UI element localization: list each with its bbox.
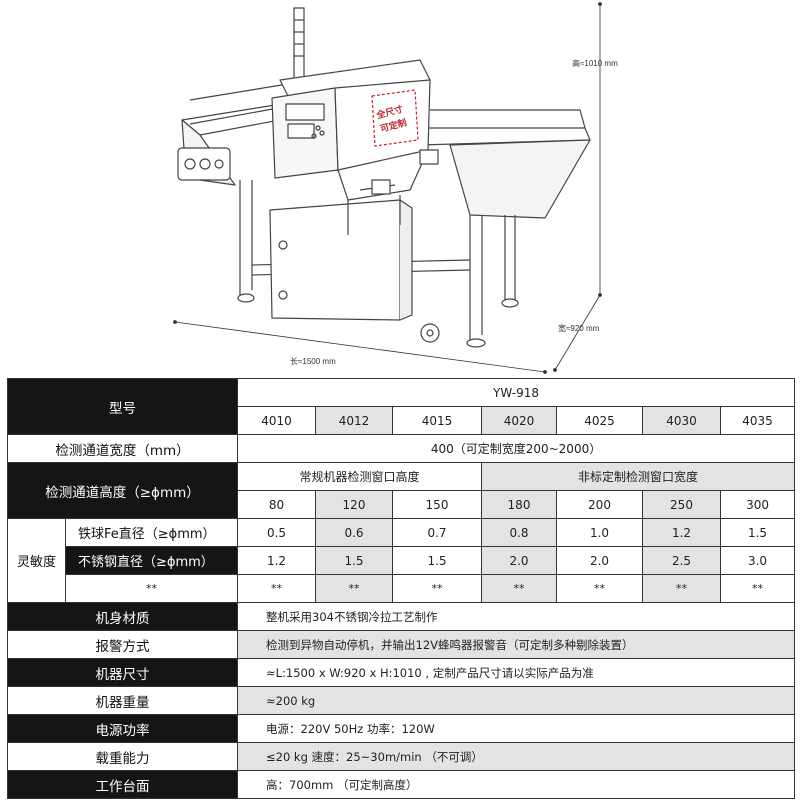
ss-label: 不锈钢直径（≥ϕmm） xyxy=(65,546,238,575)
model-cell: 4010 xyxy=(237,406,316,435)
size-value: ≈L:1500 x W:920 x H:1010 , 定制产品尺寸请以实际产品为… xyxy=(236,658,796,687)
channel-height-row: 检测通道高度（≥ϕmm） 常规机器检测窗口高度 非标定制检测窗口宽度 xyxy=(7,462,796,519)
channel-height-label: 检测通道高度（≥ϕmm） xyxy=(7,462,238,519)
load-label: 载重能力 xyxy=(7,742,238,771)
alarm-value: 检测到异物自动停机，并输出12V蜂鸣器报警音（可定制多种剔除装置） xyxy=(236,630,796,659)
ss-cell: 3.0 xyxy=(719,546,796,575)
fe-label: 铁球Fe直径（≥ϕmm） xyxy=(65,518,238,547)
sensitivity-label: 灵敏度 xyxy=(7,518,66,603)
ss-cell: 2.0 xyxy=(556,546,643,575)
model-cell: 4030 xyxy=(642,406,721,435)
spec-row-alarm: 报警方式 检测到异物自动停机，并输出12V蜂鸣器报警音（可定制多种剔除装置） xyxy=(7,630,796,659)
height-cell: 80 xyxy=(237,490,316,519)
channel-width-label: 检测通道宽度（mm） xyxy=(7,434,238,463)
ss-cell: 1.2 xyxy=(237,546,316,575)
material-label: 机身材质 xyxy=(7,602,238,631)
size-label: 机器尺寸 xyxy=(7,658,238,687)
height-cell: 150 xyxy=(392,490,482,519)
fe-cell: 0.7 xyxy=(392,518,482,547)
standard-window-label: 常规机器检测窗口高度 xyxy=(237,462,482,491)
height-dimension-label: 高≈1010 mm xyxy=(572,58,618,68)
custom-window-label: 非标定制检测窗口宽度 xyxy=(480,462,796,491)
extra-cell: ** xyxy=(556,574,643,603)
load-value: ≤20 kg 速度：25~30m/min （不可调） xyxy=(236,742,796,771)
height-cell: 250 xyxy=(642,490,721,519)
worktop-value: 高：700mm （可定制高度） xyxy=(236,770,796,799)
extra-label: ** xyxy=(65,574,238,603)
model-cell: 4025 xyxy=(556,406,643,435)
weight-label: 机器重量 xyxy=(7,686,238,715)
model-label: 型号 xyxy=(7,378,238,435)
model-name-row: 型号 YW-918 xyxy=(7,378,796,435)
spec-row-power: 电源功率 电源：220V 50Hz 功率：120W xyxy=(7,714,796,743)
alarm-label: 报警方式 xyxy=(7,630,238,659)
worktop-label: 工作台面 xyxy=(7,770,238,799)
spec-row-material: 机身材质 整机采用304不锈钢冷拉工艺制作 xyxy=(7,602,796,631)
ss-cell: 1.5 xyxy=(392,546,482,575)
width-dimension-label: 宽≈920 mm xyxy=(558,323,600,333)
spec-table: 型号 YW-918 4010 4012 4015 4020 4025 4030 … xyxy=(7,378,796,799)
height-cell: 120 xyxy=(315,490,393,519)
extra-cell: ** xyxy=(719,574,796,603)
extra-cell: ** xyxy=(642,574,721,603)
model-numbers-row: 4010 4012 4015 4020 4025 4030 4035 xyxy=(8,406,796,435)
model-cell: 4012 xyxy=(315,406,393,435)
extra-cell: ** xyxy=(392,574,482,603)
spec-row-weight: 机器重量 ≈200 kg xyxy=(7,686,796,715)
spec-row-load: 载重能力 ≤20 kg 速度：25~30m/min （不可调） xyxy=(7,742,796,771)
fe-cell: 1.2 xyxy=(642,518,721,547)
height-cell: 200 xyxy=(556,490,643,519)
ss-cell: 2.5 xyxy=(642,546,721,575)
spec-row-worktop: 工作台面 高：700mm （可定制高度） xyxy=(7,770,796,799)
length-dimension-label: 长≈1500 mm xyxy=(290,356,336,366)
extra-cell: ** xyxy=(481,574,557,603)
fe-cell: 1.0 xyxy=(556,518,643,547)
extra-cell: ** xyxy=(237,574,316,603)
model-cell: 4015 xyxy=(392,406,482,435)
weight-value: ≈200 kg xyxy=(236,686,796,715)
model-cell: 4035 xyxy=(719,406,796,435)
channel-width-row: 检测通道宽度（mm） 400（可定制宽度200~2000） xyxy=(7,434,796,463)
power-value: 电源：220V 50Hz 功率：120W xyxy=(236,714,796,743)
ss-cell: 1.5 xyxy=(315,546,393,575)
ss-row: 不锈钢直径（≥ϕmm） 1.2 1.5 1.5 2.0 2.0 2.5 3.0 xyxy=(8,546,796,575)
fe-cell: 0.6 xyxy=(315,518,393,547)
machine-illustration: 高≈1010 mm 宽≈920 mm 长≈1500 mm 全尺寸 可定制 xyxy=(0,0,800,378)
fe-cell: 1.5 xyxy=(719,518,796,547)
channel-width-value: 400（可定制宽度200~2000） xyxy=(236,434,796,463)
extra-cell: ** xyxy=(315,574,393,603)
material-value: 整机采用304不锈钢冷拉工艺制作 xyxy=(236,602,796,631)
height-cell: 180 xyxy=(481,490,557,519)
spec-row-size: 机器尺寸 ≈L:1500 x W:920 x H:1010 , 定制产品尺寸请以… xyxy=(7,658,796,687)
height-cell: 300 xyxy=(719,490,796,519)
heights-row: 80 120 150 180 200 250 300 xyxy=(8,490,796,519)
model-name: YW-918 xyxy=(236,378,796,407)
fe-row: 灵敏度 铁球Fe直径（≥ϕmm） 0.5 0.6 0.7 0.8 1.0 1.2… xyxy=(7,518,796,603)
metal-detector-drawing: 高≈1010 mm 宽≈920 mm 长≈1500 mm 全尺寸 可定制 xyxy=(173,2,618,374)
ss-cell: 2.0 xyxy=(481,546,557,575)
model-cell: 4020 xyxy=(481,406,557,435)
fe-cell: 0.5 xyxy=(237,518,316,547)
power-label: 电源功率 xyxy=(7,714,238,743)
fe-cell: 0.8 xyxy=(481,518,557,547)
extra-row: ** ** ** ** ** ** ** ** xyxy=(8,574,796,603)
